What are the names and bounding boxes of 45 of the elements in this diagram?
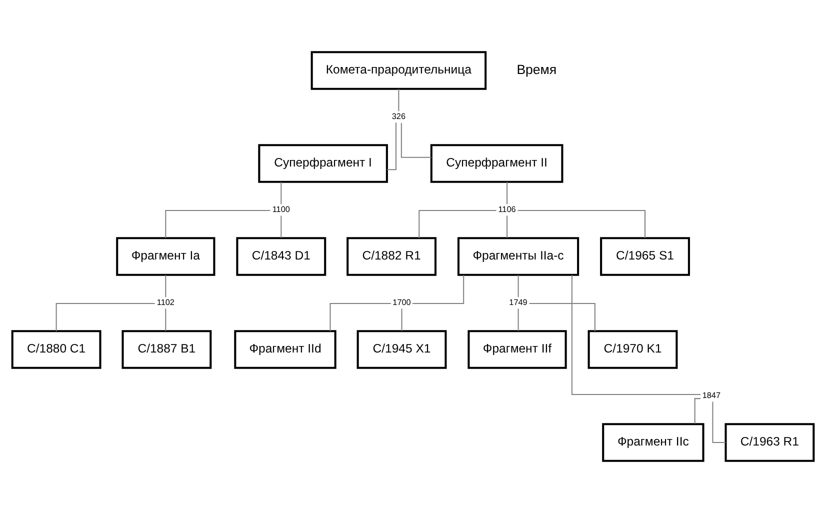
connector <box>165 274 166 297</box>
connector <box>571 274 700 394</box>
connector <box>518 210 646 238</box>
node-box: C/1887 B1 <box>122 330 212 368</box>
node-box: C/1882 R1 <box>346 236 436 276</box>
connector <box>518 308 519 330</box>
connector <box>165 308 166 330</box>
node-box: C/1970 K1 <box>588 330 678 368</box>
connector <box>401 308 402 330</box>
node-box: Фрагмент IIf <box>468 330 567 368</box>
connector <box>694 398 700 424</box>
node-text: 1749 <box>509 297 528 306</box>
connector <box>398 88 400 111</box>
connector <box>56 302 155 331</box>
connector <box>330 302 391 331</box>
node-box: C/1963 R1 <box>724 422 815 462</box>
connector <box>400 122 432 158</box>
node-text: 1700 <box>392 297 411 306</box>
node-box: Фрагмент Ia <box>116 236 216 276</box>
label: Время <box>516 61 557 76</box>
node-box: C/1843 D1 <box>236 236 326 276</box>
node-text: 1106 <box>498 204 516 214</box>
connector <box>280 182 282 204</box>
connector <box>518 274 519 297</box>
connector <box>506 215 508 238</box>
connector <box>387 122 396 170</box>
node-text: 1847 <box>702 390 721 400</box>
node-text: 1100 <box>272 204 290 214</box>
connector <box>418 210 496 238</box>
connector <box>412 274 464 304</box>
node-box: Суперфрагмент I <box>258 144 388 182</box>
connector <box>165 210 270 238</box>
node-box: Фрагмент IId <box>234 330 336 368</box>
node-box: Комета-прародительница <box>310 50 487 90</box>
node-box: Фрагменты IIa-c <box>457 236 580 276</box>
connector <box>529 302 596 331</box>
node-text: 1102 <box>156 297 174 306</box>
node-box: C/1965 S1 <box>600 236 690 276</box>
node-text: 326 <box>392 111 406 120</box>
node-box: C/1945 X1 <box>356 330 447 368</box>
node-box: Суперфрагмент II <box>430 144 564 182</box>
node-box: Фрагмент IIc <box>602 422 704 462</box>
connector <box>280 215 282 238</box>
node-box: C/1880 C1 <box>11 330 102 368</box>
connector <box>506 182 508 204</box>
